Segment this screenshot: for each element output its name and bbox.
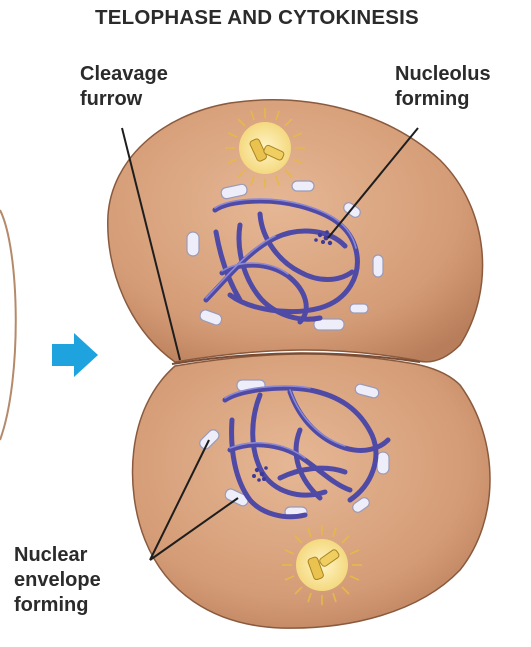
right-arrow-icon [52,333,98,377]
previous-stage-cell [0,210,16,440]
